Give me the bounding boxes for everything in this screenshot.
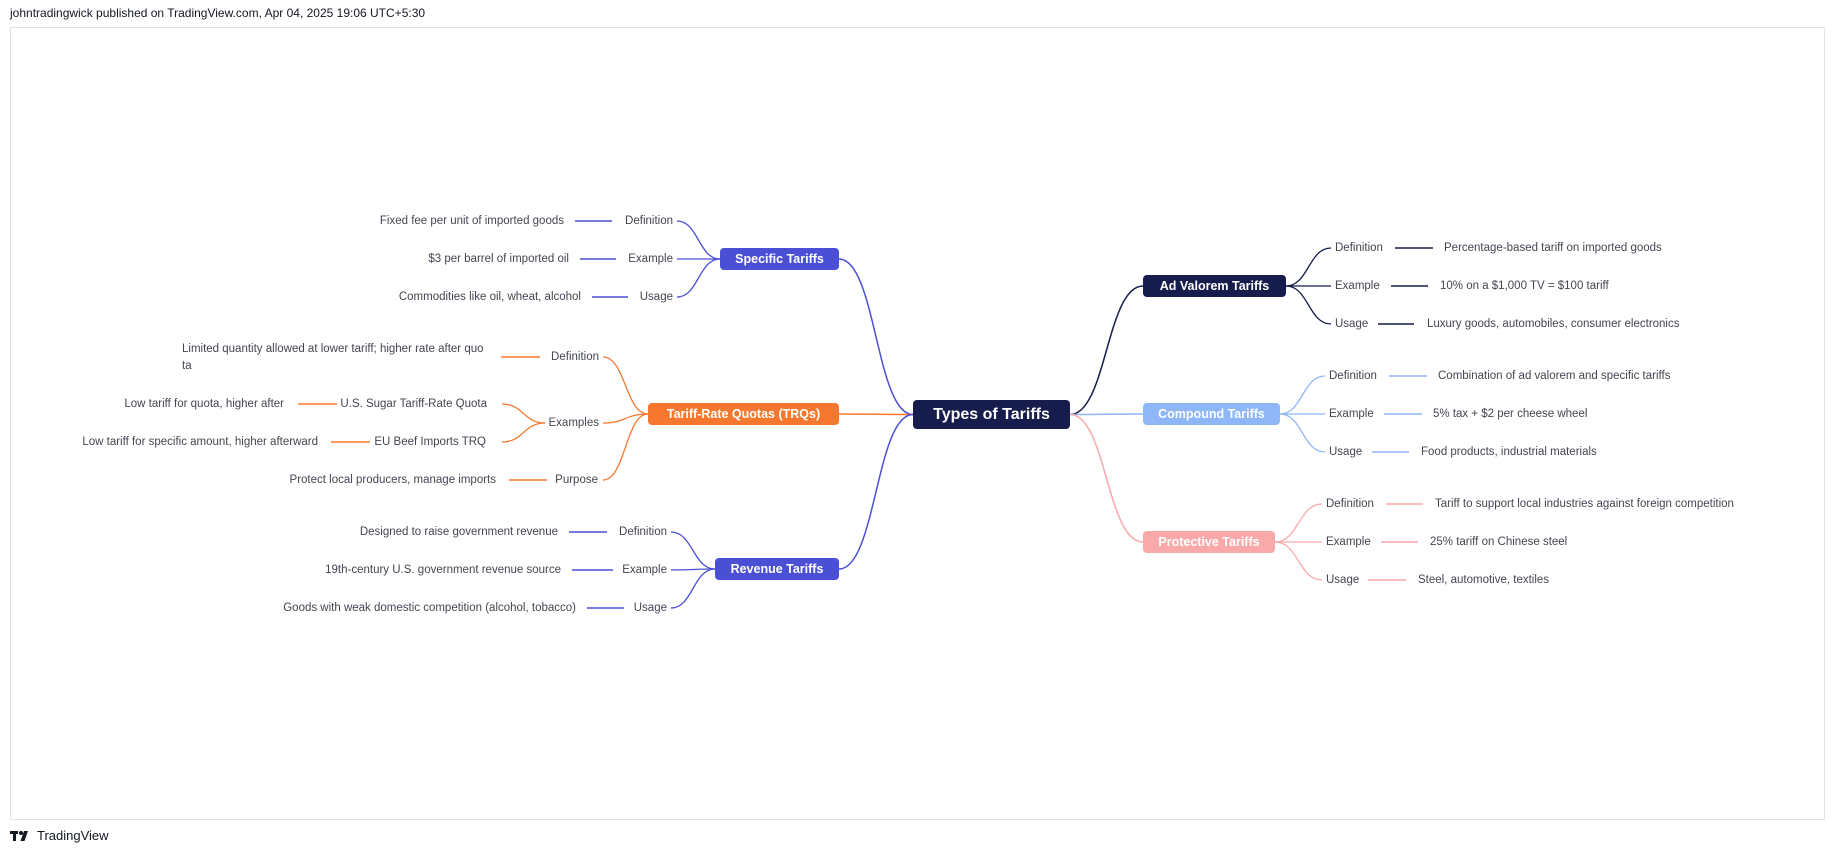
leaf-connector (1274, 503, 1323, 543)
branch-connector-revenue (838, 413, 914, 570)
branch-node-trq-bg (648, 403, 839, 425)
publish-info: johntradingwick published on TradingView… (10, 6, 426, 20)
leaf-connector (1285, 247, 1332, 287)
leaf-connector (602, 356, 649, 415)
protective-leaf-value: Tariff to support local industries again… (1435, 498, 1734, 510)
branch-node-protective[interactable]: Protective Tariffs (1143, 531, 1275, 553)
branch-node-protective-bg (1143, 531, 1275, 553)
compound-leaf-label: Usage (1329, 446, 1362, 458)
branch-connector-compound (1069, 413, 1144, 416)
leaf-connector (602, 413, 649, 481)
leaf-connector (670, 568, 716, 571)
branch-node-compound-label: Compound Tariffs (1158, 407, 1265, 421)
trq-example-label: U.S. Sugar Tariff-Rate Quota (340, 398, 487, 410)
leaf-connector (1285, 285, 1332, 325)
compound-leaf-label: Example (1329, 408, 1374, 420)
branch-connector-protective (1069, 413, 1144, 543)
footer-brand[interactable]: TradingView (10, 828, 109, 843)
compound-leaf-value: Combination of ad valorem and specific t… (1438, 370, 1671, 382)
advalorem-leaf-value: Percentage-based tariff on imported good… (1444, 242, 1662, 254)
branch-node-trq-label: Tariff-Rate Quotas (TRQs) (667, 407, 820, 421)
sub-leaf-connector (501, 422, 546, 443)
leaf-connector (1279, 413, 1326, 453)
branch-node-advalorem-label: Ad Valorem Tariffs (1160, 279, 1270, 293)
root-node-bg (913, 400, 1070, 429)
revenue-leaf-value: Goods with weak domestic competition (al… (283, 602, 576, 614)
specific-leaf-value: Fixed fee per unit of imported goods (380, 215, 564, 227)
branch-connector-advalorem (1069, 285, 1144, 416)
specific-leaf-label: Definition (625, 215, 673, 227)
protective-leaf-label: Usage (1326, 574, 1359, 586)
branch-node-revenue-label: Revenue Tariffs (731, 562, 824, 576)
branch-node-protective-label: Protective Tariffs (1158, 535, 1259, 549)
branch-node-specific-bg (720, 248, 839, 270)
trq-example-label: EU Beef Imports TRQ (374, 436, 486, 448)
leaf-connector (670, 531, 716, 570)
trq-definition-label: Definition (551, 351, 599, 363)
branch-node-revenue-bg (715, 558, 839, 580)
revenue-leaf-label: Example (622, 564, 667, 576)
revenue-leaf-value: 19th-century U.S. government revenue sou… (325, 564, 561, 576)
branch-node-specific[interactable]: Specific Tariffs (720, 248, 839, 270)
trq-definition-value-line1: Limited quantity allowed at lower tariff… (182, 343, 484, 355)
trq-definition-value-line2: ta (182, 360, 192, 372)
diagram-frame (10, 27, 1825, 820)
root-node[interactable]: Types of Tariffs (913, 400, 1070, 429)
tradingview-logo-icon (10, 830, 28, 841)
branch-node-trq[interactable]: Tariff-Rate Quotas (TRQs) (648, 403, 839, 425)
compound-leaf-label: Definition (1329, 370, 1377, 382)
specific-leaf-value: Commodities like oil, wheat, alcohol (399, 291, 581, 303)
trq-example-value: Low tariff for specific amount, higher a… (82, 436, 318, 448)
protective-leaf-label: Example (1326, 536, 1371, 548)
revenue-leaf-label: Usage (634, 602, 667, 614)
specific-leaf-value: $3 per barrel of imported oil (428, 253, 569, 265)
leaf-connector (676, 258, 721, 298)
advalorem-leaf-label: Usage (1335, 318, 1368, 330)
trq-examples-label: Examples (549, 417, 600, 429)
protective-leaf-value: 25% tariff on Chinese steel (1430, 536, 1567, 548)
branch-node-compound-bg (1143, 403, 1280, 425)
branch-connector-specific (838, 258, 914, 416)
revenue-leaf-value: Designed to raise government revenue (360, 526, 558, 538)
branch-node-advalorem-bg (1143, 275, 1286, 297)
advalorem-leaf-value: 10% on a $1,000 TV = $100 tariff (1440, 280, 1609, 292)
compound-leaf-value: 5% tax + $2 per cheese wheel (1433, 408, 1587, 420)
trq-example-value: Low tariff for quota, higher after (124, 398, 284, 410)
trq-purpose-value: Protect local producers, manage imports (290, 474, 497, 486)
branch-node-revenue[interactable]: Revenue Tariffs (715, 558, 839, 580)
advalorem-leaf-value: Luxury goods, automobiles, consumer elec… (1427, 318, 1680, 330)
specific-leaf-label: Usage (640, 291, 673, 303)
footer-brand-label: TradingView (37, 828, 109, 843)
revenue-leaf-label: Definition (619, 526, 667, 538)
branch-node-advalorem[interactable]: Ad Valorem Tariffs (1143, 275, 1286, 297)
leaf-connector (1279, 375, 1326, 415)
protective-leaf-label: Definition (1326, 498, 1374, 510)
leaf-connector (670, 568, 716, 609)
leaf-connector (602, 413, 649, 424)
specific-leaf-label: Example (628, 253, 673, 265)
sub-leaf-connector (501, 403, 546, 424)
advalorem-leaf-label: Definition (1335, 242, 1383, 254)
protective-leaf-value: Steel, automotive, textiles (1418, 574, 1549, 586)
root-node-label: Types of Tariffs (933, 406, 1050, 423)
trq-purpose-label: Purpose (555, 474, 598, 486)
branch-node-specific-label: Specific Tariffs (735, 252, 824, 266)
branch-node-compound[interactable]: Compound Tariffs (1143, 403, 1280, 425)
compound-leaf-value: Food products, industrial materials (1421, 446, 1597, 458)
advalorem-leaf-label: Example (1335, 280, 1380, 292)
branch-connector-trq (838, 413, 914, 416)
leaf-connector (1274, 541, 1323, 581)
leaf-connector (676, 220, 721, 260)
